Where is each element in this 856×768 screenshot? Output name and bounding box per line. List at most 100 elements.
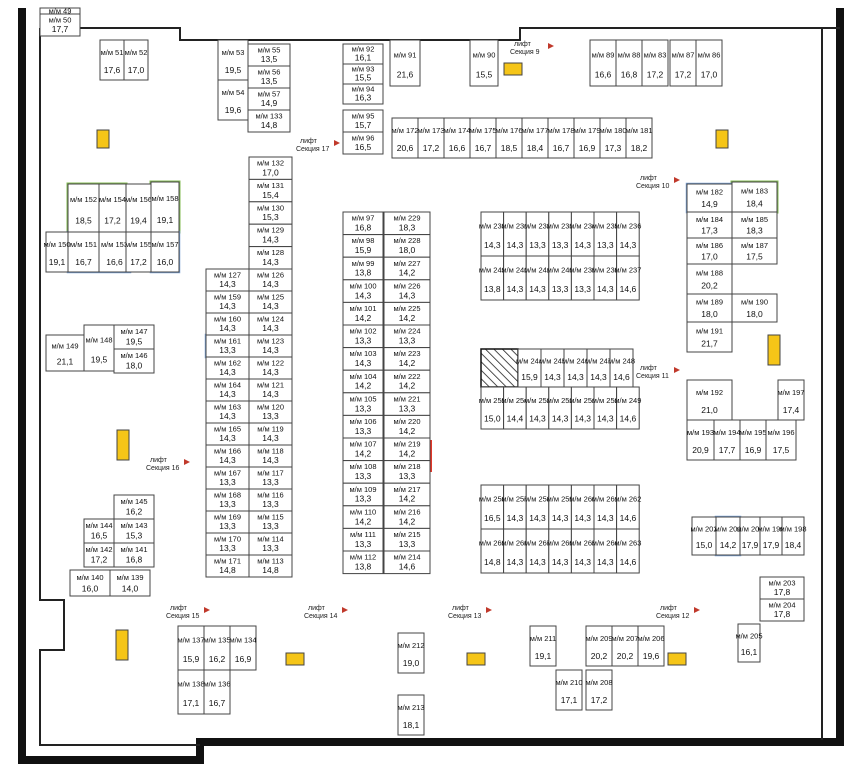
parking-spot[interactable]: м/м 17317,2 — [417, 117, 445, 159]
parking-spot[interactable]: м/м 21219,0 — [397, 632, 425, 674]
parking-spot[interactable]: м/м 25414,4 — [501, 386, 528, 430]
parking-spot[interactable]: м/м 14315,3 — [113, 518, 155, 544]
parking-spot[interactable]: м/м 11613,3 — [248, 488, 293, 512]
parking-spot[interactable]: м/м 17618,5 — [495, 117, 523, 159]
parking-spot[interactable]: м/м 21119,1 — [529, 625, 557, 667]
parking-spot[interactable]: м/м 24114,3 — [524, 255, 551, 301]
parking-spot[interactable]: м/м 22214,2 — [383, 369, 431, 394]
parking-spot[interactable]: м/м 8916,6 — [589, 39, 617, 87]
parking-spot[interactable]: м/м 15914,3 — [205, 290, 250, 314]
parking-spot[interactable]: м/м 18617,0 — [686, 237, 733, 265]
parking-spot[interactable]: м/м 5117,6 — [99, 39, 125, 81]
parking-spot[interactable]: м/м 20817,2 — [585, 669, 613, 711]
parking-spot[interactable]: м/м 24514,3 — [539, 348, 566, 388]
parking-spot[interactable]: м/м 18417,3 — [686, 211, 733, 239]
parking-spot[interactable]: м/м 20920,2 — [585, 625, 613, 667]
parking-spot[interactable]: м/м 11513,3 — [248, 510, 293, 534]
parking-spot[interactable]: м/м 26014,3 — [569, 484, 596, 530]
parking-spot[interactable]: м/м 10414,2 — [342, 369, 384, 394]
parking-spot[interactable]: м/м 19121,7 — [686, 321, 733, 353]
parking-spot[interactable]: м/м 13314,8 — [247, 109, 291, 133]
parking-spot[interactable]: м/м 5217,0 — [123, 39, 149, 81]
parking-spot[interactable]: м/м 18717,5 — [731, 237, 778, 265]
parking-spot[interactable]: м/м 23913,3 — [569, 255, 596, 301]
parking-spot[interactable]: м/м 22818,0 — [383, 234, 431, 258]
parking-spot[interactable]: м/м 23814,3 — [592, 255, 619, 301]
parking-spot[interactable]: м/м 14016,0 — [69, 569, 111, 597]
parking-spot[interactable]: м/м 12614,3 — [248, 268, 293, 292]
parking-spot[interactable]: м/м 23414,3 — [569, 211, 596, 257]
parking-spot[interactable]: м/м 24313,8 — [479, 255, 506, 301]
parking-spot[interactable]: м/м 17220,6 — [391, 117, 419, 159]
parking-spot[interactable]: м/м 11914,3 — [248, 422, 293, 446]
parking-spot[interactable]: м/м 20516,1 — [736, 623, 763, 663]
parking-spot[interactable]: м/м 12314,3 — [248, 334, 293, 358]
parking-spot[interactable]: м/м 11213,8 — [342, 550, 384, 575]
parking-spot[interactable]: м/м 13015,3 — [248, 201, 293, 225]
parking-spot[interactable]: м/м 12514,3 — [248, 290, 293, 314]
parking-spot[interactable]: м/м 15716,0 — [150, 231, 180, 273]
parking-spot[interactable]: м/м 20417,8 — [759, 598, 805, 622]
parking-spot[interactable]: м/м 20114,2 — [715, 516, 742, 556]
parking-spot[interactable]: м/м 26814,3 — [501, 528, 528, 574]
parking-spot[interactable]: м/м 11814,3 — [248, 444, 293, 468]
parking-spot[interactable]: м/м 22413,3 — [383, 324, 431, 349]
parking-spot[interactable]: м/м 16514,3 — [205, 422, 250, 446]
parking-spot[interactable]: м/м 12114,3 — [248, 378, 293, 402]
parking-spot[interactable]: м/м 21714,2 — [383, 482, 431, 507]
parking-spot[interactable]: м/м 19018,0 — [731, 293, 778, 323]
parking-spot[interactable]: м/м 9121,6 — [389, 39, 421, 87]
parking-spot[interactable]: м/м 24415,9 — [516, 348, 543, 388]
parking-spot[interactable]: м/м 10513,3 — [342, 392, 384, 416]
parking-spot[interactable]: м/м 9815,9 — [342, 234, 384, 258]
parking-spot[interactable]: м/м 14719,5 — [113, 324, 155, 350]
parking-spot[interactable]: м/м 23014,3 — [479, 211, 506, 257]
parking-spot[interactable]: м/м 13715,9 — [177, 625, 205, 671]
parking-spot[interactable]: м/м 21318,1 — [397, 694, 425, 736]
parking-spot[interactable]: м/м 17416,6 — [443, 117, 471, 159]
parking-spot[interactable]: м/м 25814,3 — [524, 484, 551, 530]
parking-spot[interactable]: м/м 23614,3 — [614, 211, 641, 257]
parking-spot[interactable]: м/м 20619,6 — [637, 625, 665, 667]
parking-spot[interactable]: м/м 14416,5 — [83, 518, 115, 544]
parking-spot[interactable]: м/м 18318,4 — [731, 181, 778, 213]
parking-spot[interactable]: м/м 10913,3 — [342, 482, 384, 507]
parking-spot[interactable]: м/м 9515,7 — [342, 109, 384, 133]
parking-spot[interactable]: м/м 23213,3 — [524, 211, 551, 257]
parking-spot[interactable]: м/м 22614,3 — [383, 279, 431, 303]
parking-spot[interactable]: м/м 10813,3 — [342, 460, 384, 484]
parking-spot[interactable]: м/м 15316,6 — [98, 231, 131, 273]
parking-spot[interactable]: м/м 26314,6 — [614, 528, 641, 574]
parking-spot[interactable]: м/м 26214,6 — [614, 484, 641, 530]
parking-spot[interactable]: м/м 13817,1 — [177, 669, 205, 715]
parking-spot[interactable]: м/м 24914,6 — [614, 386, 641, 430]
parking-spot[interactable]: м/м 25114,3 — [569, 386, 596, 430]
parking-spot[interactable]: м/м 17516,7 — [469, 117, 497, 159]
parking-spot[interactable]: м/м 25914,3 — [547, 484, 574, 530]
parking-spot[interactable]: м/м 14819,5 — [83, 324, 115, 372]
parking-spot[interactable]: м/м 22314,2 — [383, 347, 431, 371]
parking-spot[interactable]: м/м 16414,3 — [205, 378, 250, 402]
parking-spot[interactable]: м/м 25714,3 — [501, 484, 528, 530]
parking-spot[interactable]: м/м 13516,2 — [203, 625, 231, 671]
parking-spot[interactable]: м/м 19516,9 — [739, 419, 767, 461]
parking-spot[interactable]: м/м 11713,3 — [248, 466, 293, 490]
parking-spot[interactable]: м/м 25214,3 — [547, 386, 574, 430]
parking-spot[interactable]: м/м 25515,0 — [479, 386, 506, 430]
parking-spot[interactable]: м/м 16913,3 — [205, 510, 250, 534]
parking-spot[interactable]: м/м 21017,1 — [555, 669, 583, 711]
parking-spot[interactable]: м/м 8816,8 — [615, 39, 643, 87]
parking-spot[interactable]: м/м 26614,3 — [547, 528, 574, 574]
parking-spot[interactable]: м/м 24814,6 — [608, 348, 635, 388]
parking-spot[interactable]: м/м 23714,6 — [614, 255, 641, 301]
parking-spot[interactable]: м/м 17816,7 — [547, 117, 575, 159]
parking-spot[interactable]: м/м 5017,7 — [39, 13, 81, 37]
parking-spot[interactable]: м/м 9315,5 — [342, 63, 384, 85]
parking-spot[interactable]: м/м 15417,2 — [98, 183, 127, 233]
parking-spot[interactable]: м/м 5419,6 — [217, 79, 249, 121]
parking-spot[interactable]: м/м 15819,1 — [150, 181, 180, 233]
parking-spot[interactable]: м/м 18820,2 — [686, 263, 733, 295]
parking-spot[interactable]: м/м 14618,0 — [113, 348, 155, 374]
parking-spot[interactable]: м/м 23313,3 — [547, 211, 574, 257]
parking-spot[interactable]: м/м 23114,3 — [501, 211, 528, 257]
